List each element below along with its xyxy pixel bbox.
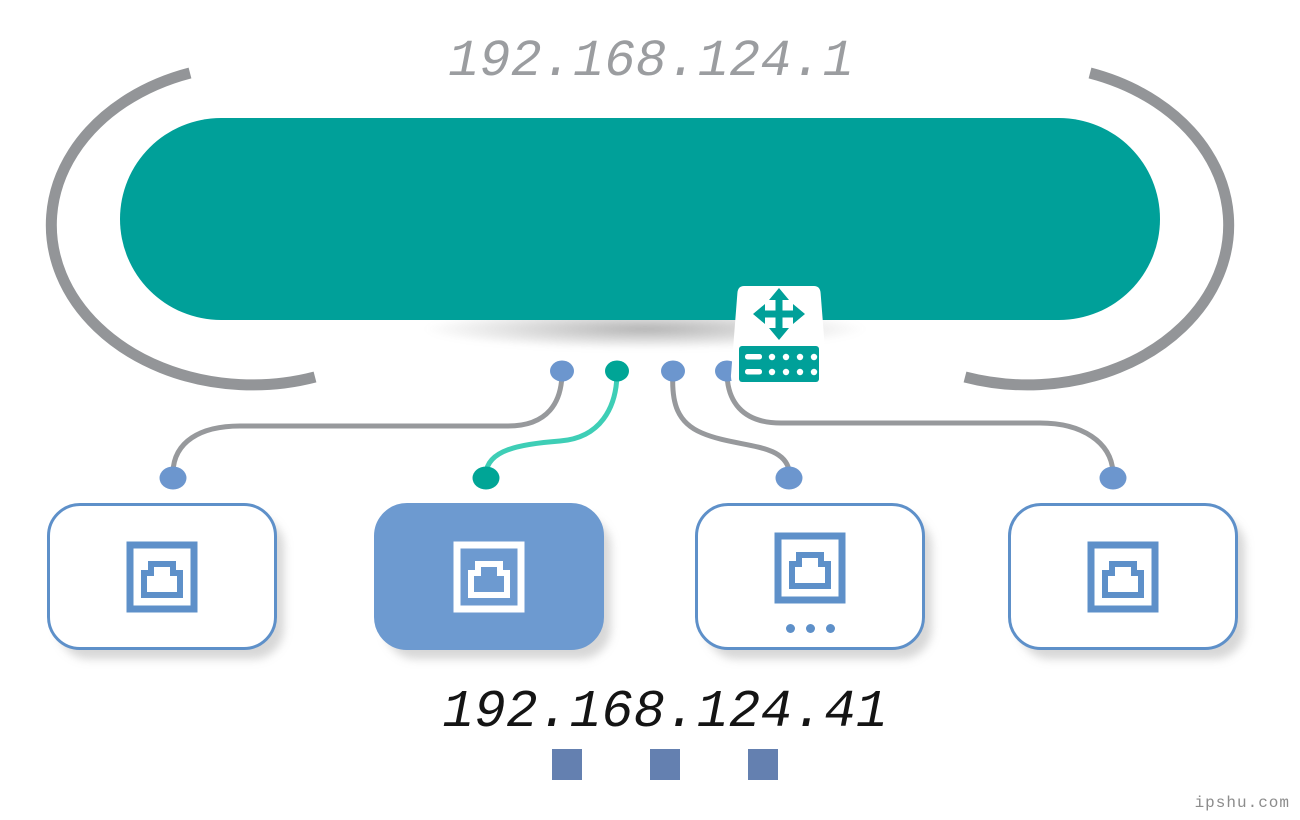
port-dot-3 [661,360,685,382]
link-line-1 [170,371,565,473]
device-dot-3 [775,466,803,490]
ethernet-port-icon [774,532,846,603]
gateway-ip-label: 192.168.124.1 [448,32,854,91]
loading-square-3 [748,749,778,780]
left-bracket-arc [45,67,317,391]
device-box-1 [47,503,277,650]
device-dot-4 [1099,466,1127,490]
watermark: ipshu.com [1194,794,1290,812]
device-ip-label: 192.168.124.41 [442,682,888,742]
device-dot-1 [159,466,187,490]
ethernet-port-icon [453,541,525,612]
loading-square-2 [650,749,680,780]
port-dot-1 [550,360,574,382]
link-line-3 [670,371,792,471]
right-bracket-arc [963,67,1235,391]
loading-squares [552,749,778,780]
device-dot-2-highlighted [472,466,500,490]
device-box-2-highlighted [374,503,604,650]
ethernet-port-icon [126,541,198,612]
port-dot-2-highlighted [605,360,629,382]
gateway-node [120,118,1160,386]
network-switch-icon [730,286,828,386]
more-devices-ellipsis-icon [698,624,922,633]
device-box-3 [695,503,925,650]
link-line-2-highlighted [483,371,620,475]
ethernet-port-icon [1087,541,1159,612]
loading-square-1 [552,749,582,780]
device-box-4 [1008,503,1238,650]
link-line-4 [724,371,1116,473]
